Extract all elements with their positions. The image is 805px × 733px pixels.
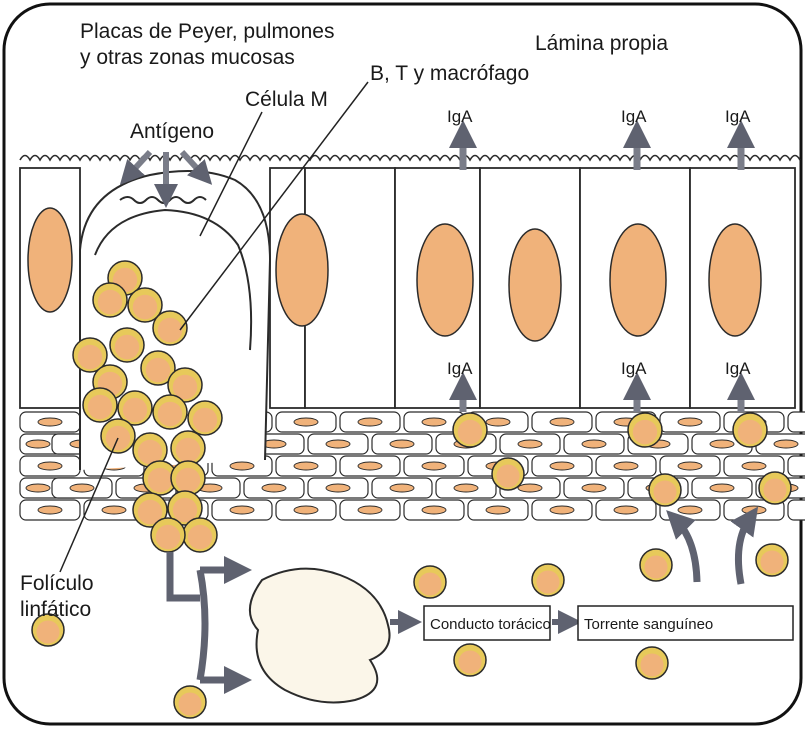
celula-m-label: Célula M <box>245 88 328 111</box>
iga-label-top-3: IgA <box>725 107 751 126</box>
stromal-nucleus <box>422 418 446 426</box>
cell-nucleus <box>509 229 561 341</box>
plasma-cell <box>628 413 662 447</box>
stromal-nucleus <box>70 484 94 492</box>
iga-label-low-2: IgA <box>621 359 647 378</box>
plasma-cell <box>453 413 487 447</box>
torrente-label: Torrente sanguíneo <box>584 616 713 633</box>
lymphocyte <box>93 283 127 317</box>
stromal-nucleus <box>422 506 446 514</box>
placas-label-line2: y otras zonas mucosas <box>80 46 295 69</box>
stromal-nucleus <box>102 506 126 514</box>
stromal-nucleus <box>294 462 318 470</box>
lymphocyte <box>171 431 205 465</box>
antigeno-label: Antígeno <box>130 120 214 143</box>
stromal-nucleus <box>38 506 62 514</box>
lymphocyte <box>151 518 185 552</box>
stromal-nucleus <box>358 462 382 470</box>
stromal-nucleus <box>26 484 50 492</box>
stromal-nucleus <box>582 484 606 492</box>
cell-nucleus <box>417 224 473 336</box>
lymphocyte <box>649 474 681 506</box>
stromal-nucleus <box>38 462 62 470</box>
stromal-nucleus <box>390 484 414 492</box>
stromal-nucleus <box>486 418 510 426</box>
stromal-nucleus <box>454 484 478 492</box>
stromal-nucleus <box>518 440 542 448</box>
lymphocyte <box>183 518 217 552</box>
circulating-lymphocyte <box>174 686 206 718</box>
btm-label: B, T y macrófago <box>370 62 529 85</box>
stromal-nucleus <box>582 440 606 448</box>
cell-nucleus <box>709 224 761 336</box>
cell-nucleus <box>610 224 666 336</box>
stromal-nucleus <box>230 506 254 514</box>
iga-label-low-1: IgA <box>447 359 473 378</box>
lamina-propia-label: Lámina propia <box>535 32 668 55</box>
stromal-nucleus <box>774 440 798 448</box>
stromal-nucleus <box>550 462 574 470</box>
stromal-nucleus <box>550 506 574 514</box>
stromal-nucleus <box>358 418 382 426</box>
lymphocyte <box>171 461 205 495</box>
foliculo-label-line1: Folículo <box>20 572 94 595</box>
circulating-lymphocyte <box>636 647 668 679</box>
stromal-nucleus <box>742 462 766 470</box>
stromal-nucleus <box>230 462 254 470</box>
stromal-cell <box>788 500 805 520</box>
circulating-lymphocyte <box>640 549 672 581</box>
plasma-cell <box>733 413 767 447</box>
stromal-nucleus <box>614 506 638 514</box>
stromal-nucleus <box>742 506 766 514</box>
stromal-nucleus <box>678 462 702 470</box>
stromal-nucleus <box>678 418 702 426</box>
stromal-cell <box>788 456 805 476</box>
stromal-nucleus <box>390 440 414 448</box>
circulating-lymphocyte <box>454 644 486 676</box>
stromal-nucleus <box>550 418 574 426</box>
stromal-nucleus <box>326 440 350 448</box>
cell-nucleus <box>28 208 72 312</box>
stromal-nucleus <box>26 440 50 448</box>
placas-label-line1: Placas de Peyer, pulmones <box>80 20 334 43</box>
lymphocyte <box>492 458 524 490</box>
lymphocyte <box>759 472 791 504</box>
stromal-nucleus <box>486 506 510 514</box>
circulating-lymphocyte <box>414 566 446 598</box>
iga-label-top-2: IgA <box>621 107 647 126</box>
stromal-nucleus <box>326 484 350 492</box>
lymphocyte <box>83 388 117 422</box>
stromal-cell <box>788 412 805 432</box>
circulating-lymphocyte <box>532 564 564 596</box>
lymphocyte <box>153 395 187 429</box>
stromal-nucleus <box>710 484 734 492</box>
cell-nucleus <box>276 214 328 326</box>
lymphocyte <box>110 328 144 362</box>
stromal-nucleus <box>518 484 542 492</box>
stromal-nucleus <box>422 462 446 470</box>
stromal-nucleus <box>294 506 318 514</box>
stromal-nucleus <box>38 418 62 426</box>
foliculo-label-line2: linfático <box>20 598 91 621</box>
lymphocyte <box>188 401 222 435</box>
stromal-nucleus <box>710 440 734 448</box>
lymphocyte <box>101 419 135 453</box>
stromal-nucleus <box>294 418 318 426</box>
circulating-lymphocyte <box>756 544 788 576</box>
stromal-nucleus <box>262 484 286 492</box>
stromal-nucleus <box>358 506 382 514</box>
iga-label-top-1: IgA <box>447 107 473 126</box>
conducto-label: Conducto torácico <box>430 616 551 633</box>
stromal-nucleus <box>678 506 702 514</box>
stromal-nucleus <box>614 462 638 470</box>
iga-label-low-3: IgA <box>725 359 751 378</box>
